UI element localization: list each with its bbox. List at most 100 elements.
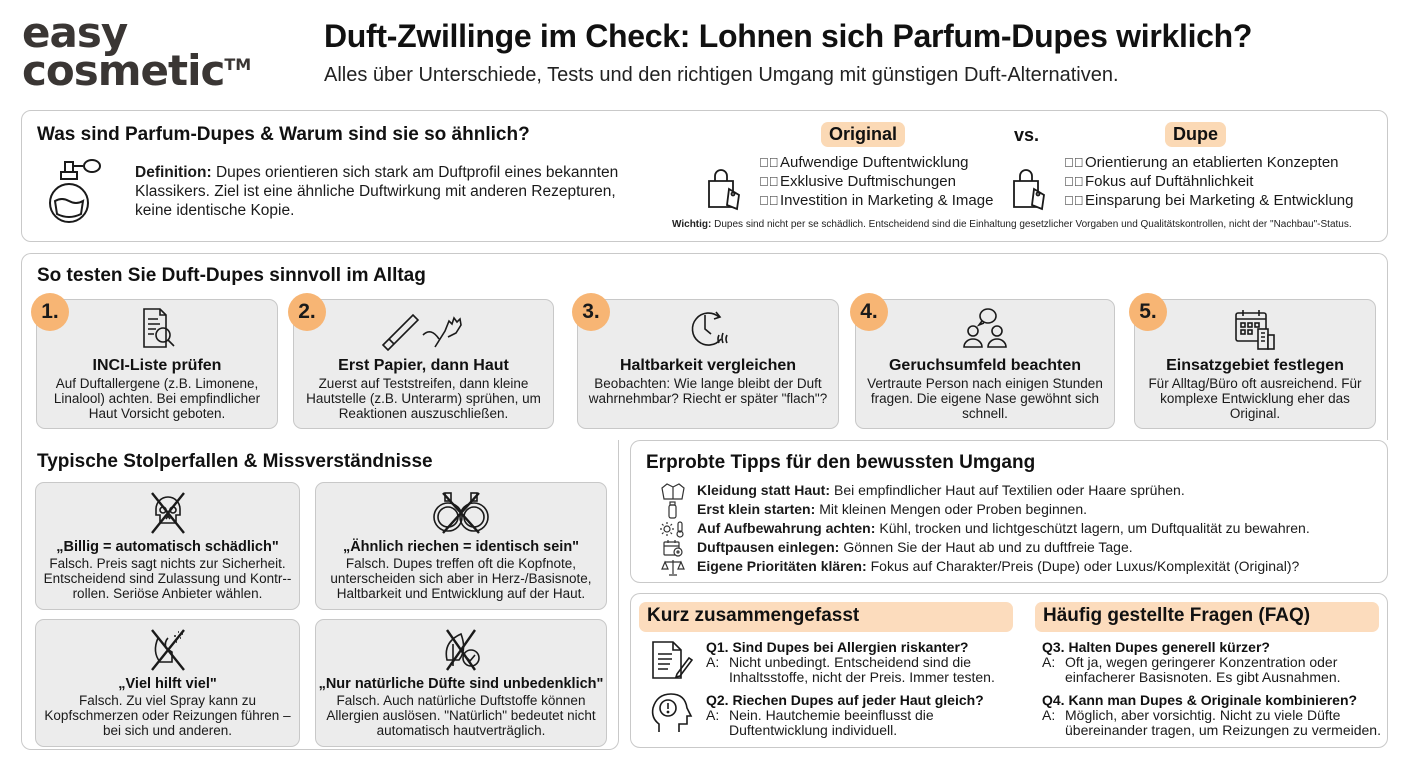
original-point: ✓⃝Aufwendige Duftentwicklung — [759, 154, 969, 171]
crossed-bottles-icon — [433, 492, 489, 534]
dupe-point: ✓⃝Einsparung bei Marketing & Entwicklung — [1064, 192, 1354, 209]
step-card: 3. Haltbarkeit vergleichen Beobachten: W… — [572, 293, 839, 429]
tip-text: Mit kleinen Mengen oder Proben beginnen. — [819, 501, 1088, 517]
tip-item: Duftpausen einlegen:Gönnen Sie der Haut … — [659, 538, 1310, 557]
pitfall-title: „Billig = automatisch schädlich" — [56, 539, 279, 555]
pitfall-card: „Viel hilft viel" Falsch. Zu viel Spray … — [35, 619, 300, 747]
answer: A:Oft ja, wegen geringerer Konzentration… — [1042, 654, 1341, 685]
note-text: Dupes sind nicht per se schädlich. Entsc… — [714, 219, 1352, 230]
step-title: INCI-Liste prüfen — [92, 357, 222, 374]
pitfalls-panel: Typische Stolperfallen & Missverständnis… — [21, 440, 619, 750]
shopping-bag-tag-icon — [708, 169, 740, 211]
check-circle-icon: ✓⃝ — [759, 193, 779, 208]
trademark: TM — [224, 55, 252, 74]
faq-title: Häufig gestellte Fragen (FAQ) — [1035, 602, 1379, 632]
dupe-point: ✓⃝Orientierung an etablierten Konzepten — [1064, 154, 1339, 171]
step-text: Zuerst auf Teststreifen, dann kleine Hau… — [306, 376, 541, 421]
calendar-pause-icon — [663, 539, 683, 557]
logo-line-2: cosmetic — [22, 46, 225, 95]
calendar-building-icon — [1235, 310, 1275, 350]
important-note: Wichtig: Dupes sind nicht per se schädli… — [672, 219, 1352, 230]
crossed-leaf-icon — [445, 629, 480, 671]
tip-text: Bei empfindlicher Haut auf Textilien ode… — [834, 482, 1185, 498]
tips-panel: Erprobte Tipps für den bewussten Umgang … — [630, 440, 1388, 583]
step-text: Vertraute Person nach einigen Stunden fr… — [867, 376, 1103, 421]
small-bottle-icon — [668, 500, 677, 519]
step-number: 3. — [572, 293, 610, 331]
tip-item: Eigene Prioritäten klären:Fokus auf Char… — [659, 557, 1310, 576]
step-title: Einsatzgebiet festlegen — [1166, 357, 1344, 374]
step-card: 1. INCI-Liste prüfen Auf Duftallergene (… — [31, 293, 278, 429]
definition-text: Definition: Dupes orientieren sich stark… — [135, 163, 655, 220]
pitfall-title: „Nur natürliche Düfte sind unbedenklich" — [318, 676, 604, 692]
answer: A:Nein. Hautchemie beeinflusst die Dufte… — [706, 707, 934, 738]
step-card: 2. Erst Papier, dann Haut Zuerst auf Tes… — [288, 293, 554, 429]
question: Q1. Sind Dupes bei Allergien riskanter? — [706, 639, 969, 655]
original-label: Original — [821, 122, 906, 147]
tip-item: Kleidung statt Haut:Bei empfindlicher Ha… — [659, 481, 1310, 500]
pitfall-text: Falsch. Zu viel Spray kann zu Kopfschmer… — [44, 693, 291, 738]
testing-panel: So testen Sie Duft-Dupes sinnvoll im All… — [21, 253, 1388, 440]
tip-item: Erst klein starten:Mit kleinen Mengen od… — [659, 500, 1310, 519]
notes-pencil-icon — [652, 641, 693, 679]
step-number: 1. — [31, 293, 69, 331]
shopping-bag-tag-icon — [1013, 169, 1045, 211]
step-number: 4. — [850, 293, 888, 331]
scales-icon — [661, 559, 685, 576]
step-text: Auf Duftallergene (z.B. Limonene, Linalo… — [53, 376, 261, 421]
crossed-skull-icon — [150, 492, 185, 534]
step-title: Erst Papier, dann Haut — [338, 357, 509, 374]
answer: A:Möglich, aber vorsichtig. Nicht zu vie… — [1042, 707, 1381, 738]
step-number: 5. — [1129, 293, 1167, 331]
vs-label: vs. — [1014, 125, 1040, 145]
page-title: Duft-Zwillinge im Check: Lohnen sich Par… — [324, 18, 1253, 54]
tip-text: Gönnen Sie der Haut ab und zu duftfreie … — [843, 539, 1133, 555]
tip-label: Eigene Prioritäten klären: — [697, 558, 867, 574]
sun-thermometer-icon — [660, 520, 684, 538]
people-talk-icon — [963, 308, 1007, 348]
pitfall-card: „Ähnlich riechen = identisch sein" Falsc… — [315, 482, 607, 610]
step-number: 2. — [288, 293, 326, 331]
tip-label: Duftpausen einlegen: — [697, 539, 840, 555]
head-exclamation-icon — [651, 693, 693, 732]
pitfall-card: „Nur natürliche Düfte sind unbedenklich"… — [315, 619, 607, 747]
check-circle-icon: ✓⃝ — [759, 155, 779, 170]
brand-logo: easy cosmeticTM — [22, 8, 252, 92]
dupe-points: ✓⃝Orientierung an etablierten Konzepten … — [1064, 153, 1353, 210]
tips-title: Erprobte Tipps für den bewussten Umgang — [646, 452, 1036, 473]
question: Q3. Halten Dupes generell kürzer? — [1042, 639, 1270, 655]
original-point: ✓⃝Exklusive Duftmischungen — [759, 173, 956, 190]
note-label: Wichtig: — [672, 219, 712, 230]
tip-text: Kühl, trocken und lichtgeschützt lagern,… — [879, 520, 1310, 536]
logo-line-1: easy — [22, 8, 128, 57]
shirt-icon — [661, 482, 685, 500]
step-text: Beobachten: Wie lange bleibt der Duft wa… — [588, 376, 828, 406]
check-circle-icon: ✓⃝ — [1064, 193, 1084, 208]
clock-scent-icon — [691, 311, 728, 346]
original-point: ✓⃝Investition in Marketing & Image — [759, 192, 994, 209]
step-card: 4. Geruchsumfeld beachten Vertraute Pers… — [850, 293, 1115, 429]
step-title: Geruchsumfeld beachten — [888, 357, 1082, 374]
tip-text: Fokus auf Charakter/Preis (Dupe) oder Lu… — [870, 558, 1300, 574]
question: Q4. Kann man Dupes & Originale kombinier… — [1042, 692, 1358, 708]
summary-qa: Q2. Riechen Dupes auf jeder Haut gleich?… — [706, 693, 1006, 738]
original-points: ✓⃝Aufwendige Duftentwicklung ✓⃝Exklusive… — [759, 153, 993, 210]
check-circle-icon: ✓⃝ — [759, 174, 779, 189]
perfume-bottle-icon — [49, 159, 101, 223]
pitfall-text: Falsch. Dupes treffen oft die Kopfnote, … — [330, 556, 592, 601]
pitfall-text: Falsch. Auch natürliche Duftstoffe könne… — [326, 693, 596, 738]
testing-title: So testen Sie Duft-Dupes sinnvoll im All… — [37, 265, 426, 286]
definition-label: Definition: — [135, 164, 212, 181]
tip-label: Kleidung statt Haut: — [697, 482, 830, 498]
check-circle-icon: ✓⃝ — [1064, 174, 1084, 189]
summary-faq-panel: Kurz zusammengefasst Häufig gestellte Fr… — [630, 593, 1388, 748]
answer: A:Nicht unbedingt. Entscheidend sind die… — [706, 654, 995, 685]
pitfall-card: „Billig = automatisch schädlich" Falsch.… — [35, 482, 300, 610]
step-card: 5. Einsatzgebiet festlegen Für Alltag/Bü… — [1129, 293, 1376, 429]
pitfalls-title: Typische Stolperfallen & Missverständnis… — [37, 451, 433, 472]
page-subtitle: Alles über Unterschiede, Tests und den r… — [324, 64, 1119, 86]
intro-title: Was sind Parfum-Dupes & Warum sind sie s… — [37, 124, 530, 145]
faq-qa: Q3. Halten Dupes generell kürzer? A:Oft … — [1042, 640, 1382, 685]
summary-qa: Q1. Sind Dupes bei Allergien riskanter? … — [706, 640, 1006, 685]
test-strip-hand-icon — [381, 313, 462, 351]
